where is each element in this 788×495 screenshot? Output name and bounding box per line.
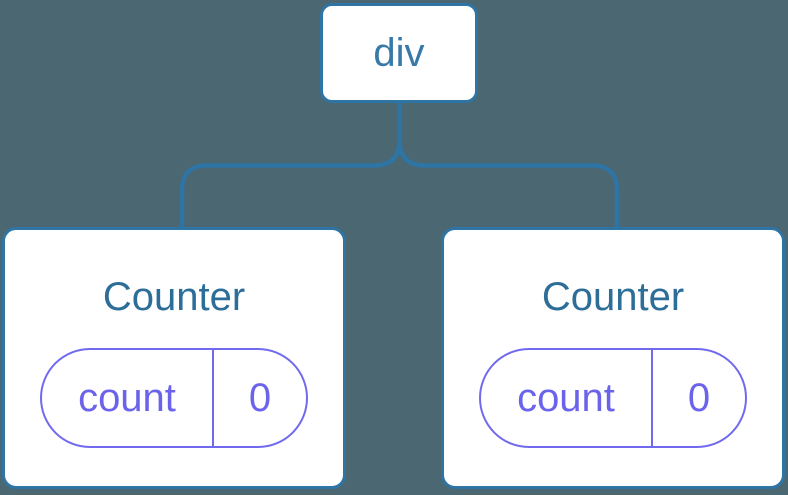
state-value-label: 0 bbox=[248, 375, 272, 420]
node-label: div bbox=[373, 31, 425, 75]
state-pill: count 0 bbox=[40, 348, 308, 448]
state-pill: count 0 bbox=[479, 348, 747, 448]
tree-node-counter-left: Counter count 0 bbox=[2, 227, 346, 489]
connector-right-branch bbox=[397, 101, 620, 229]
tree-node-div: div bbox=[320, 3, 478, 103]
state-key-label: count bbox=[42, 350, 214, 446]
component-name-label: Counter bbox=[541, 275, 685, 319]
state-key-label: count bbox=[481, 350, 653, 446]
tree-node-counter-right: Counter count 0 bbox=[441, 227, 785, 489]
connector-left-branch bbox=[179, 101, 402, 229]
component-name-label: Counter bbox=[102, 275, 246, 319]
state-value-label: 0 bbox=[687, 375, 711, 420]
